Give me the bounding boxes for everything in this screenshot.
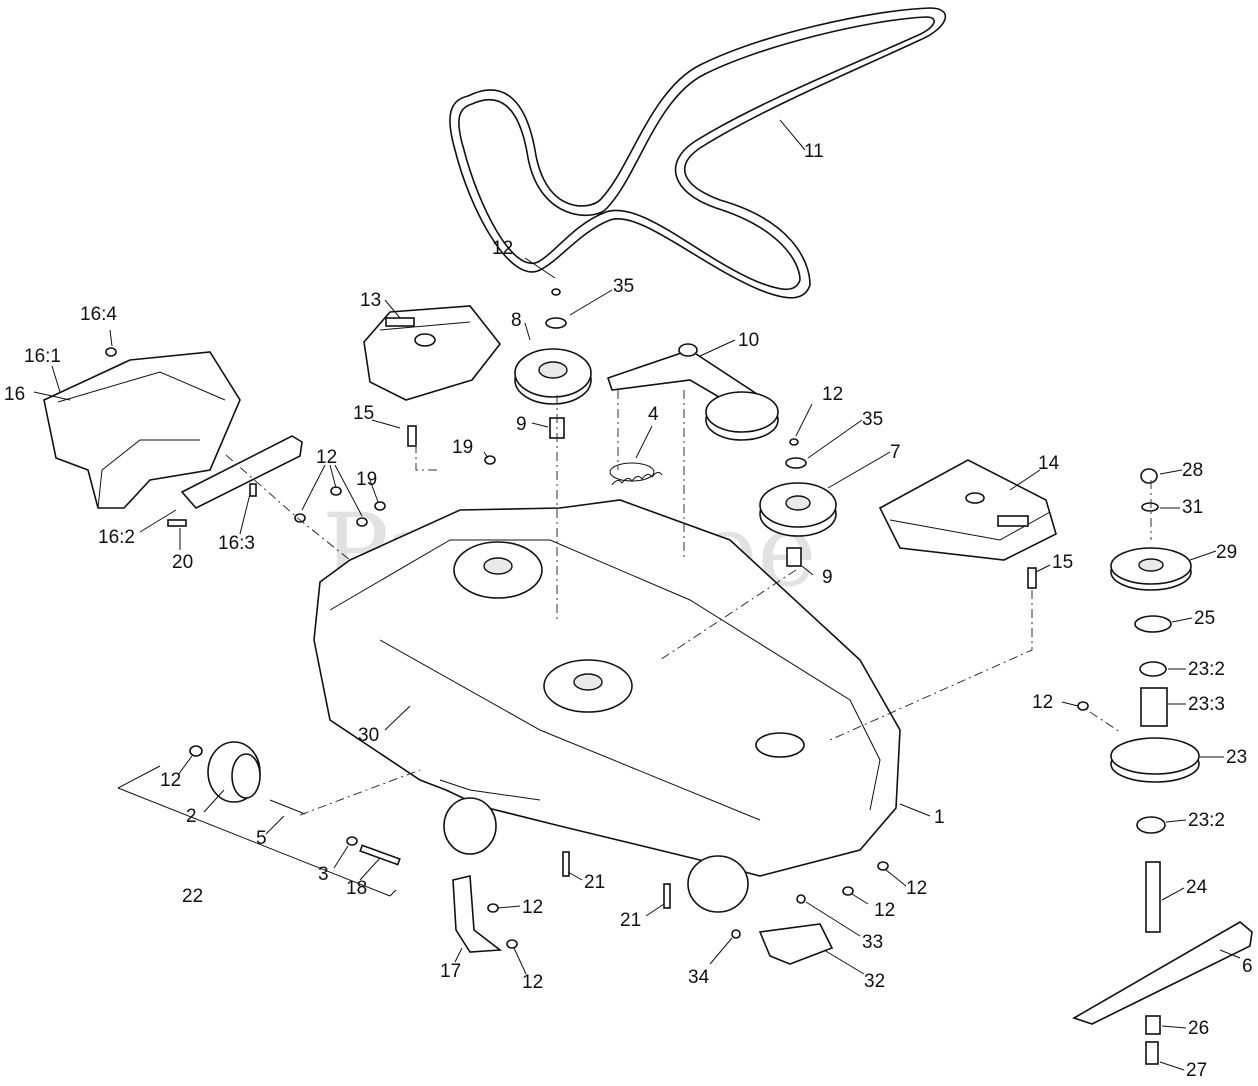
callout-16: 16 [4, 384, 25, 405]
callout-16-4: 16:4 [80, 304, 117, 325]
callout-12-mid: 12 [822, 384, 843, 405]
drive-belt [449, 7, 947, 299]
callout-23: 23 [1226, 747, 1247, 768]
callout-2: 2 [186, 806, 197, 827]
callout-19-upper: 19 [452, 437, 473, 458]
callout-4: 4 [648, 404, 659, 425]
callout-28: 28 [1182, 460, 1203, 481]
callout-8: 8 [511, 310, 522, 331]
callout-23-2-lower: 23:2 [1188, 810, 1225, 831]
callout-12-cluster: 12 [316, 447, 337, 468]
belt-cover-14 [878, 459, 1057, 561]
callout-29: 29 [1216, 542, 1237, 563]
pulley-8 [514, 288, 592, 439]
group-22-bracket [117, 765, 397, 897]
spindle-assembly [1072, 468, 1253, 1065]
callout-22: 22 [182, 886, 203, 907]
callout-12-wheel: 12 [160, 770, 181, 791]
callout-9-right: 9 [822, 567, 833, 588]
callout-5: 5 [256, 828, 267, 849]
callout-12-deck-right-lower: 12 [874, 900, 895, 921]
callout-9-left: 9 [516, 414, 527, 435]
callout-33: 33 [862, 932, 883, 953]
pulley-7 [759, 438, 837, 567]
callout-12-baffle-lower: 12 [522, 972, 543, 993]
callout-20: 20 [172, 552, 193, 573]
callout-12-baffle-upper: 12 [522, 897, 543, 918]
callout-12-top: 12 [492, 238, 513, 259]
callout-19-lower: 19 [356, 469, 377, 490]
callout-labels: 11 12 35 8 10 13 9 4 12 35 7 14 28 31 29… [4, 141, 1253, 1081]
callout-21-lower: 21 [620, 910, 641, 931]
callout-12-right: 12 [1032, 692, 1053, 713]
callout-24: 24 [1186, 877, 1208, 898]
callout-34: 34 [688, 967, 710, 988]
callout-25: 25 [1194, 608, 1215, 629]
gauge-wheel-2 [189, 741, 306, 815]
callout-21-upper: 21 [584, 872, 605, 893]
callout-35-mid: 35 [862, 409, 883, 430]
callout-31: 31 [1182, 497, 1203, 518]
callout-18: 18 [346, 878, 367, 899]
callout-23-2-upper: 23:2 [1188, 659, 1225, 680]
callout-1: 1 [934, 807, 945, 828]
callout-6: 6 [1242, 956, 1253, 977]
callout-11: 11 [804, 141, 824, 162]
spring-4 [609, 462, 663, 486]
callout-12-deck-right-upper: 12 [906, 878, 927, 899]
deck-cover-16 [43, 347, 241, 509]
callout-15-left: 15 [353, 403, 374, 424]
assembly-lines [225, 390, 1152, 816]
idler-arm-10 [606, 343, 779, 441]
leader-lines [33, 119, 1241, 1071]
callout-26: 26 [1188, 1018, 1209, 1039]
callout-16-2: 16:2 [98, 527, 135, 548]
callout-14: 14 [1038, 453, 1060, 474]
callout-7: 7 [890, 442, 901, 463]
callout-27: 27 [1186, 1060, 1207, 1081]
callout-30: 30 [358, 725, 379, 746]
callout-32: 32 [864, 971, 885, 992]
mower-deck-1 [313, 499, 901, 913]
belt-cover-13 [363, 305, 502, 401]
callout-10: 10 [738, 330, 759, 351]
callout-35-top: 35 [613, 276, 634, 297]
callout-13: 13 [360, 290, 381, 311]
callout-16-3: 16:3 [218, 533, 255, 554]
callout-3: 3 [318, 864, 329, 885]
callout-23-3: 23:3 [1188, 694, 1225, 715]
callout-17: 17 [440, 961, 461, 982]
cover-bracket [167, 435, 303, 527]
callout-16-1: 16:1 [24, 346, 61, 367]
callout-15-right: 15 [1052, 552, 1073, 573]
